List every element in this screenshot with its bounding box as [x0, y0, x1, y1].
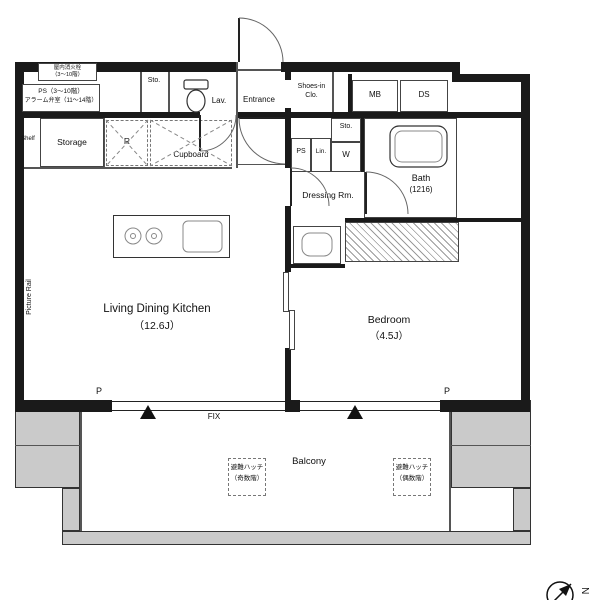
room-label-dressing: Dressing Rm.: [302, 190, 354, 200]
evacuation-hatch-odd-1: 避難ハッチ: [230, 464, 264, 471]
picture-rail-label: Picture Rail: [25, 279, 33, 315]
ps-label: PS: [296, 148, 306, 155]
room-label-balcony: Balcony: [292, 456, 326, 467]
balcony-wall-left: [15, 400, 80, 488]
room-label-bedroom: Bedroom: [367, 314, 411, 326]
washer-label: W: [342, 150, 350, 159]
balcony-wall-bottom: [62, 531, 531, 545]
kitchen-counter: [113, 215, 230, 258]
entrance-threshold: [237, 69, 281, 71]
partition-line: [168, 72, 170, 112]
room-label-shoes-1: Shoes-in: [297, 83, 326, 90]
evacuation-hatch-odd-2: （奇数階）: [230, 475, 264, 482]
balcony-wall-right: [451, 400, 531, 488]
linen-label: Lin.: [315, 148, 327, 155]
cupboard-label: Cupboard: [163, 150, 219, 160]
fire-hydrant-note-2: （3～10階）: [51, 72, 84, 78]
balcony-edge-right: [449, 412, 451, 531]
wall-segment: [452, 74, 530, 82]
wall-segment: [24, 112, 200, 118]
wall-segment: [285, 108, 291, 168]
bedroom-window: [300, 401, 440, 411]
sliding-door-panel: [283, 272, 289, 312]
room-label-bath: Bath: [411, 173, 431, 183]
wall-segment: [521, 74, 530, 412]
wall-segment: [291, 264, 345, 268]
wall-segment: [360, 118, 364, 172]
room-label-ldk: Living Dining Kitchen: [103, 303, 211, 315]
wall-segment: [285, 62, 291, 80]
room-label-entrance: Entrance: [242, 95, 276, 104]
compass-north-label: N: [578, 587, 590, 595]
evacuation-hatch-even-2: （偶数階）: [395, 475, 429, 482]
washer-space: [331, 142, 361, 172]
partition-line: [140, 72, 142, 112]
room-label-lav: Lav.: [211, 96, 227, 105]
washbasin-counter: [293, 226, 341, 264]
wall-segment: [285, 206, 291, 272]
evacuation-hatch-odd-box: [228, 458, 266, 496]
wall-segment: [15, 62, 237, 72]
wall-segment: [440, 400, 530, 412]
bedroom-closet: [345, 222, 459, 262]
wall-segment: [345, 218, 521, 222]
fix-window: [112, 401, 285, 411]
sliding-door-panel: [289, 310, 295, 350]
wall-segment: [281, 62, 460, 72]
shelf-label: Shelf: [21, 136, 35, 142]
wall-segment: [452, 62, 460, 82]
fire-hydrant-note-1: 屋内消火栓: [53, 65, 82, 71]
partition-line: [332, 72, 334, 112]
entrance-door-swing: [238, 17, 284, 63]
balcony-wall-left-lower: [62, 488, 80, 531]
refrigerator-label: R: [123, 136, 131, 146]
pillar-label-right: P: [443, 386, 450, 396]
pillar-label-left: P: [95, 386, 102, 396]
hall-step-line: [237, 164, 285, 165]
compass-icon: [546, 581, 574, 600]
storage-dressing-box: [331, 118, 361, 142]
room-label-storage: Storage: [57, 137, 87, 147]
ds-label: DS: [418, 90, 430, 99]
balcony-wall-right-lower: [513, 488, 531, 531]
partition-line: [104, 118, 105, 167]
partition-line: [236, 62, 238, 168]
wall-segment: [285, 400, 300, 412]
evacuation-hatch-even-box: [393, 458, 431, 496]
pipe-shaft-note-box: [22, 84, 100, 112]
evacuation-hatch-even-1: 避難ハッチ: [395, 464, 429, 471]
balcony-joint-line-left: [15, 445, 80, 446]
partition-line: [24, 167, 232, 169]
wall-segment: [291, 112, 530, 118]
meter-box: [352, 80, 398, 112]
storage-room: [40, 118, 104, 167]
wall-segment: [348, 74, 352, 118]
balcony-joint-line-right: [451, 445, 531, 446]
pipe-shaft-note-2: アラーム弁室（11～14階）: [24, 98, 98, 104]
wall-segment: [15, 400, 112, 412]
bathroom-outline: [364, 118, 457, 218]
fix-window-label: FIX: [207, 412, 221, 421]
room-size-ldk: （12.6J）: [133, 320, 181, 332]
pipe-shaft-note-1: PS（3～10階）: [38, 88, 84, 95]
room-label-shoes-2: Clo.: [305, 92, 318, 99]
fire-hydrant-note-box: [38, 63, 97, 81]
room-size-bedroom: （4.5J）: [369, 331, 409, 342]
wall-segment: [236, 112, 285, 118]
sto-entrance-label: Sto.: [147, 77, 161, 84]
wall-segment: [15, 62, 24, 412]
mb-label: MB: [369, 90, 381, 99]
balcony-edge-left: [80, 412, 82, 531]
sto-dressing-label: Sto.: [339, 123, 353, 130]
room-size-bath: (1216): [409, 185, 433, 194]
hall-door-swing: [238, 117, 286, 165]
wall-segment: [285, 348, 291, 400]
duct-space: [400, 80, 448, 112]
